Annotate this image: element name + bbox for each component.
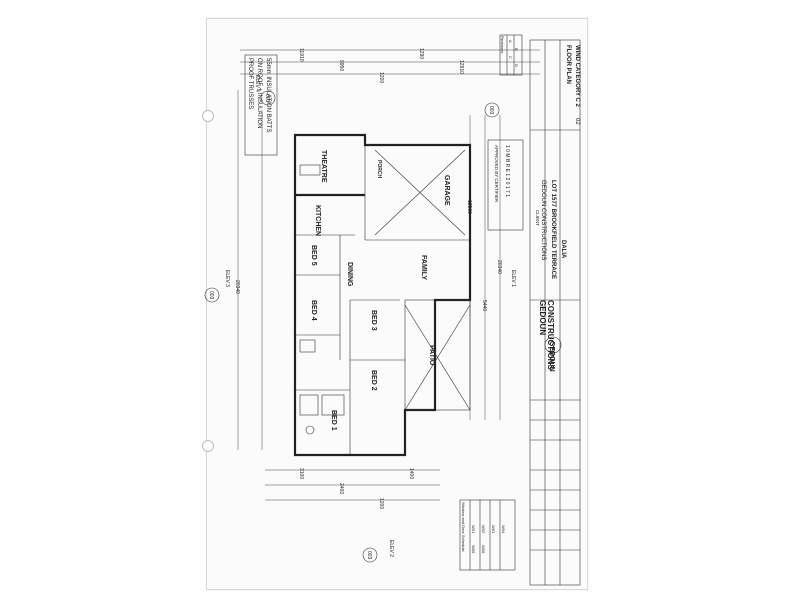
window-schedule: Window and Door Schedule bbox=[459, 499, 516, 571]
schedule-row: W03 bbox=[491, 525, 496, 534]
site-address: LOT 1577 BROOKFIELD TERRACE bbox=[550, 180, 556, 279]
schedule-row: W02 bbox=[481, 525, 486, 534]
revision-row: C bbox=[508, 56, 513, 59]
dimension-labels: 11910 9950 1200 1290 12910 20340 12500 5… bbox=[234, 48, 502, 509]
schedule-row: W05 bbox=[471, 545, 476, 554]
marker-3-label: 003 bbox=[208, 291, 214, 300]
schedule-row: W06 bbox=[481, 545, 486, 554]
sheet-number: 02 bbox=[574, 118, 580, 125]
dim-right-3: 20340 bbox=[496, 260, 502, 274]
client-name: GEDOUN CONSTRUCTIONS bbox=[540, 180, 546, 260]
elev1-label: ELEV 1 bbox=[510, 270, 516, 287]
room-bed5: BED 5 bbox=[310, 245, 317, 266]
client-label: CLIENT bbox=[535, 210, 540, 226]
revision-row: D bbox=[514, 64, 519, 67]
room-family: FAMILY bbox=[420, 255, 427, 280]
drawing-title: FLOOR PLAN bbox=[565, 45, 571, 84]
marker-2-label: 003 bbox=[488, 106, 494, 115]
dim-bottom-2: 2400 bbox=[338, 483, 344, 494]
room-porch: PORCH bbox=[376, 160, 382, 178]
schedule-title: Window and Door Schedule bbox=[461, 502, 466, 552]
dim-top-4: 1290 bbox=[418, 48, 424, 59]
insulation-note-line3: PROOF TRUSSES bbox=[247, 58, 253, 109]
room-bed1: BED 1 bbox=[330, 410, 337, 431]
insulation-note: 55mm INSULATION BATTS ON ROOF + INSULATI… bbox=[244, 54, 278, 156]
room-theatre: THEATRE bbox=[320, 150, 327, 183]
insulation-note-line1: 55mm INSULATION BATTS bbox=[265, 58, 271, 132]
marker-4-label: 003 bbox=[366, 551, 372, 560]
company-name2: CONSTRUCTIONS bbox=[546, 300, 555, 370]
dim-bottom-4: 1400 bbox=[408, 468, 414, 479]
room-labels: THEATRE KITCHEN BED 5 BED 4 BED 3 BED 2 … bbox=[310, 150, 450, 431]
elev4-label: ELEV 4 bbox=[254, 75, 260, 92]
dimension-lines bbox=[237, 49, 540, 501]
marker-1-label: 003 bbox=[264, 94, 270, 103]
dim-top-3: 1200 bbox=[378, 72, 384, 83]
room-bed4: BED 4 bbox=[310, 300, 317, 321]
revisions-table: Revisions bbox=[499, 34, 523, 76]
house-outline bbox=[293, 133, 472, 457]
room-garage: GARAGE bbox=[443, 175, 450, 206]
plan-sheet bbox=[206, 18, 588, 590]
room-dining: DINING bbox=[346, 262, 353, 287]
schedule-row: W01 bbox=[471, 525, 476, 534]
room-bed2: BED 2 bbox=[370, 370, 377, 391]
room-patio: PATIO bbox=[428, 345, 435, 366]
revision-row: B bbox=[514, 48, 519, 51]
elevation-markers: 003 003 003 003 ELEV 3 ELEV 1 ELEV 2 ELE… bbox=[204, 75, 516, 563]
dim-top-5: 12910 bbox=[458, 60, 464, 74]
stamp-approved: APPROVED BY CERTIFIER bbox=[494, 145, 499, 203]
dim-right-2: 5440 bbox=[481, 300, 487, 311]
revisions-title: Revisions bbox=[500, 36, 505, 53]
binder-hole bbox=[202, 110, 214, 122]
elev3-label: ELEV 3 bbox=[224, 270, 230, 287]
schedule-row: W04 bbox=[501, 525, 506, 534]
company-logo-text: GEDOUN bbox=[548, 341, 555, 372]
dim-top-1: 11910 bbox=[298, 48, 304, 62]
title-block: GEDOUN GEDOUN CONSTRUCTIONS CLIENT GEDOU… bbox=[529, 39, 581, 586]
revision-row: A bbox=[508, 40, 513, 43]
room-bed3: BED 3 bbox=[370, 310, 377, 331]
dim-bottom-1: 3100 bbox=[298, 468, 304, 479]
dim-top-2: 9950 bbox=[338, 60, 344, 71]
stamp-number: 1 0 M B R E 1 2 0 1 7 1 bbox=[504, 145, 510, 197]
elev2-label: ELEV 2 bbox=[388, 540, 394, 557]
wind-category: WIND CATEGORY C 2 bbox=[574, 45, 580, 108]
certifier-stamp: APPROVED BY CERTIFIER 1 0 M B R E 1 2 0 … bbox=[487, 139, 524, 231]
site-suburb: DALIA bbox=[560, 240, 566, 259]
company-logo-icon bbox=[544, 336, 562, 354]
room-kitchen: KITCHEN bbox=[314, 205, 321, 236]
dim-overall-left: 20340 bbox=[234, 280, 240, 294]
binder-hole bbox=[202, 440, 214, 452]
dim-bottom-3: 1200 bbox=[378, 498, 384, 509]
insulation-note-line2: ON ROOF + INSULATION bbox=[256, 58, 262, 128]
company-name: GEDOUN bbox=[538, 300, 547, 335]
